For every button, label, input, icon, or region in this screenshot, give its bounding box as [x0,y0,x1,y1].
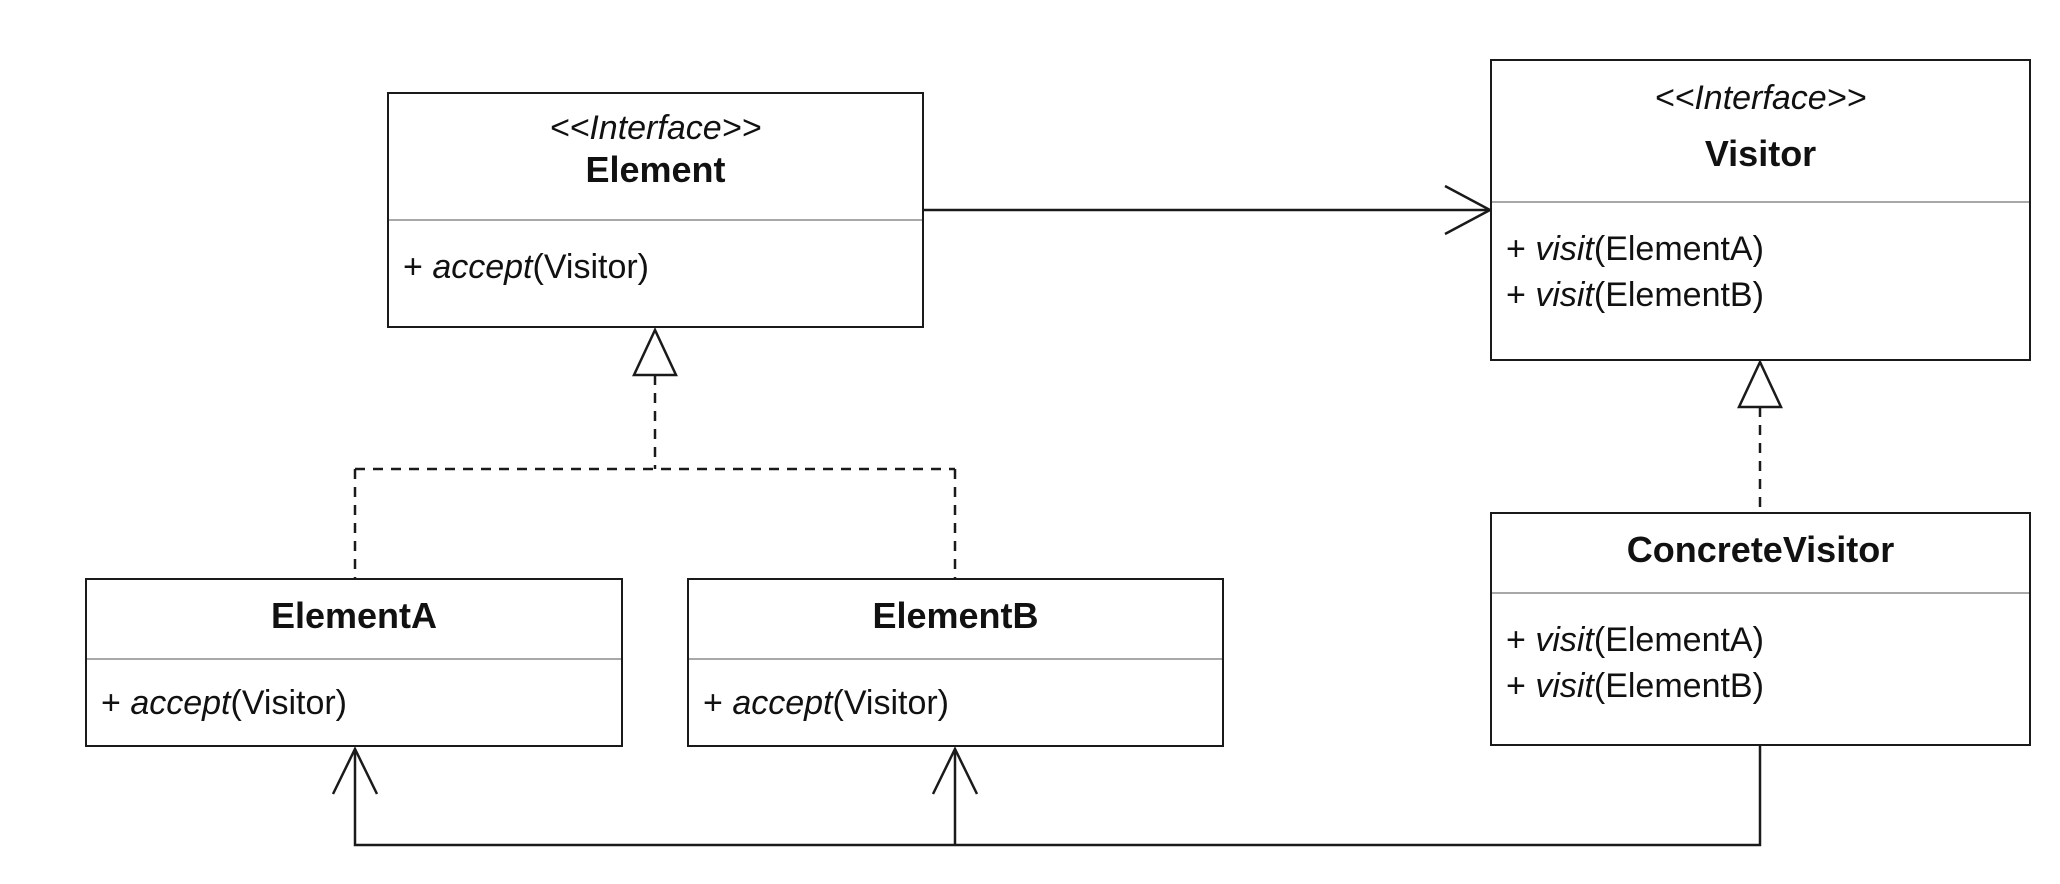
operation: + visit(ElementB) [1506,667,1764,705]
class-header: ConcreteVisitor [1492,514,2029,572]
class-element-b[interactable]: ElementB + accept(Visitor) [687,578,1224,747]
operations-list: + accept(Visitor) [403,244,914,290]
operation: + visit(ElementB) [1506,276,1764,314]
operations-list: + accept(Visitor) [703,680,1214,726]
stereotype-label: <<Interface>> [1654,79,1867,117]
compartment-separator [689,658,1222,660]
class-name: ElementA [270,595,438,636]
class-element[interactable]: <<Interface>> Element + accept(Visitor) [387,92,924,328]
operations-list: + visit(ElementA) + visit(ElementB) [1506,617,2021,709]
class-header: <<Interface>> Element [389,94,922,192]
operation: + accept(Visitor) [703,684,949,722]
class-name: Visitor [1704,133,1817,174]
operation: + accept(Visitor) [101,684,347,722]
open-arrowhead-element-b [931,746,979,795]
class-element-a[interactable]: ElementA + accept(Visitor) [85,578,623,747]
class-name: ConcreteVisitor [1626,529,1895,570]
stereotype-label: <<Interface>> [549,109,762,147]
operations-list: + visit(ElementA) + visit(ElementB) [1506,226,2021,318]
operation: + accept(Visitor) [403,248,649,286]
compartment-separator [389,219,922,221]
realization-triangle-element [632,327,678,377]
realization-triangle-visitor [1737,359,1783,409]
class-name: ElementB [872,595,1039,636]
compartment-separator [87,658,621,660]
operations-list: + accept(Visitor) [101,680,613,726]
association-concretevisitor-elements [353,745,1762,847]
class-visitor[interactable]: <<Interface>> Visitor + visit(ElementA) … [1490,59,2031,361]
operation: + visit(ElementA) [1506,230,1764,268]
class-header: <<Interface>> Visitor [1492,61,2029,176]
class-name: Element [585,149,726,190]
class-concrete-visitor[interactable]: ConcreteVisitor + visit(ElementA) + visi… [1490,512,2031,746]
class-header: ElementA [87,580,621,638]
compartment-separator [1492,592,2029,594]
operation: + visit(ElementA) [1506,621,1764,659]
open-arrowhead-element-a [331,746,379,795]
class-header: ElementB [689,580,1222,638]
compartment-separator [1492,201,2029,203]
